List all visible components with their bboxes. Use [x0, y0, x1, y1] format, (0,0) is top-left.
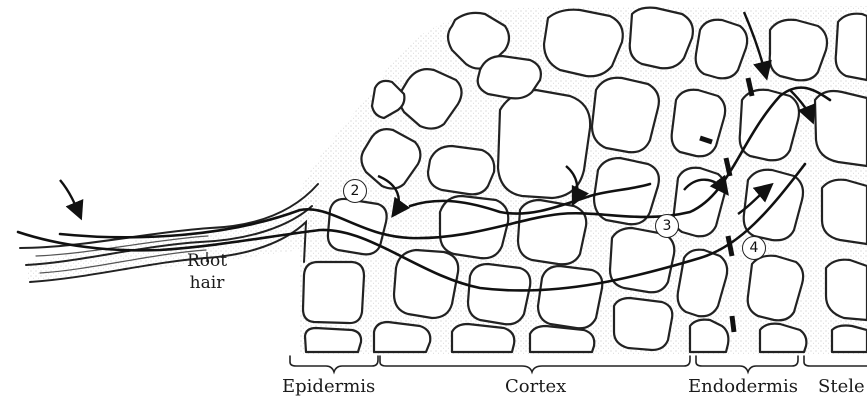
- stele-label: Stele: [818, 376, 865, 397]
- cortex-label: Cortex: [505, 376, 566, 397]
- bracket-stele: [804, 356, 867, 366]
- bracket-cortex: [380, 356, 690, 372]
- epidermis-label: Epidermis: [282, 376, 375, 397]
- endodermis-label: Endodermis: [688, 376, 798, 397]
- bracket-endodermis: [696, 356, 798, 372]
- bracket-epidermis: [290, 356, 378, 372]
